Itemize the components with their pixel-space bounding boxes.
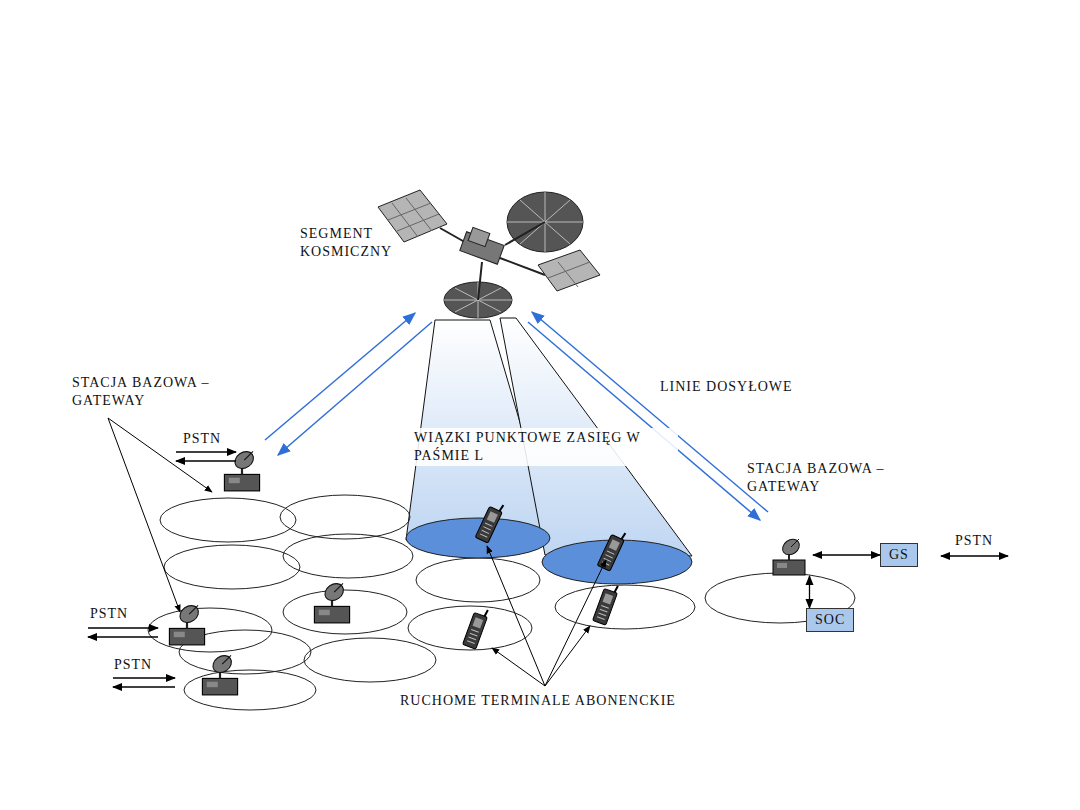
callout-label: SEGMENT KOSMICZNY [300, 225, 450, 261]
box-label: GS [889, 547, 909, 562]
process-box: SOC [806, 608, 854, 632]
network-label: PSTN [183, 430, 221, 448]
callout-label: STACJA BAZOWA – GATEWAY [72, 374, 262, 410]
callout-label: LINIE DOSYŁOWE [660, 378, 793, 396]
station-icon [765, 536, 813, 576]
network-label: PSTN [955, 532, 993, 550]
network-label: PSTN [90, 605, 128, 623]
network-label: PSTN [114, 656, 152, 674]
link-arrow [813, 554, 880, 555]
terminal-label: RUCHOME TERMINALE ABONENCKIE [400, 692, 676, 710]
box-label: SOC [815, 612, 845, 627]
station-label: STACJA BAZOWA – GATEWAY [747, 460, 937, 496]
callout-label: WIĄZKI PUNKTOWE ZASIĘG W PAŚMIE L [410, 428, 678, 466]
process-box: GS [880, 543, 918, 567]
link-arrow [809, 576, 810, 608]
gateway-station: STACJA BAZOWA – GATEWAY [765, 536, 813, 576]
